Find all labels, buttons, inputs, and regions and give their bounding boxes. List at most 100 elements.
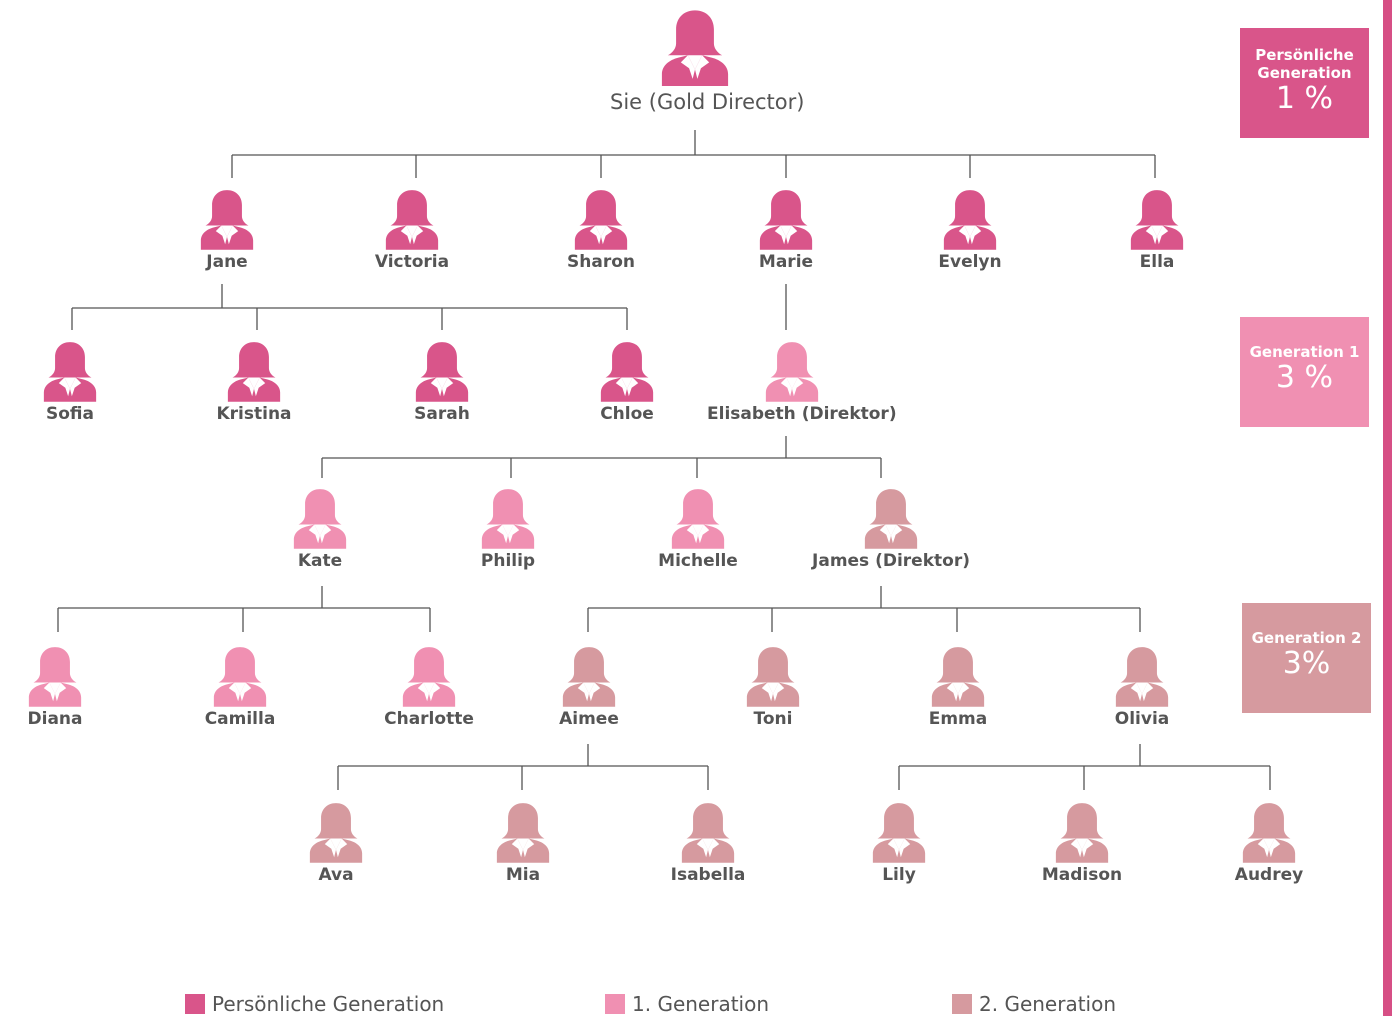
generation-box-value: 3% [1282, 646, 1331, 681]
legend-swatch [605, 994, 625, 1014]
node-label: Lily [882, 865, 916, 885]
person-icon [599, 340, 655, 402]
node-label: Diana [27, 709, 83, 729]
node-sofia: Sofia [0, 340, 155, 424]
node-emma: Emma [873, 645, 1043, 729]
legend-label: Persönliche Generation [212, 992, 445, 1016]
node-label: Kristina [216, 404, 292, 424]
node-label: Victoria [374, 252, 450, 272]
person-icon [308, 801, 364, 863]
node-label: Elisabeth (Direktor) [707, 404, 897, 424]
person-icon [199, 188, 255, 250]
node-label: James (Direktor) [812, 551, 970, 571]
root-node: Sie (Gold Director) [610, 8, 805, 114]
node-label: Philip [480, 551, 536, 571]
person-icon [401, 645, 457, 707]
person-icon [495, 801, 551, 863]
root-label: Sie (Gold Director) [610, 90, 805, 114]
legend-swatch [952, 994, 972, 1014]
node-label: Ella [1139, 252, 1175, 272]
person-icon [292, 487, 348, 549]
node-camilla: Camilla [155, 645, 325, 729]
generation-box-personal: Persönliche Generation 1 % [1240, 28, 1369, 138]
legend-item-gen2: 2. Generation [952, 992, 1117, 1016]
person-icon [942, 188, 998, 250]
node-label: Michelle [658, 551, 738, 571]
legend-item-personal: Persönliche Generation [185, 992, 445, 1016]
node-label: Madison [1041, 865, 1123, 885]
generation-box-gen2: Generation 2 3% [1242, 603, 1371, 713]
node-label: Sharon [567, 252, 635, 272]
node-mia: Mia [438, 801, 608, 885]
node-kate: Kate [235, 487, 405, 571]
person-icon [573, 188, 629, 250]
node-charlotte: Charlotte [344, 645, 514, 729]
node-aimee: Aimee [504, 645, 674, 729]
node-madison: Madison [997, 801, 1167, 885]
node-label: Charlotte [384, 709, 474, 729]
node-diana: Diana [0, 645, 140, 729]
node-label: Chloe [600, 404, 654, 424]
node-marie: Marie [701, 188, 871, 272]
node-label: Sofia [46, 404, 94, 424]
person-icon [871, 801, 927, 863]
person-icon [212, 645, 268, 707]
node-ava: Ava [251, 801, 421, 885]
person-icon [680, 801, 736, 863]
generation-box-title: Persönliche [1255, 46, 1354, 64]
node-label: Ava [318, 865, 354, 885]
person-icon [1129, 188, 1185, 250]
node-label: Sarah [414, 404, 470, 424]
legend-item-gen1: 1. Generation [605, 992, 770, 1016]
node-philip: Philip [423, 487, 593, 571]
node-evelyn: Evelyn [885, 188, 1055, 272]
generation-box-value: 1 % [1275, 81, 1334, 116]
person-icon [226, 340, 282, 402]
right-edge-bar [1383, 0, 1392, 1016]
node-label: Marie [758, 252, 814, 272]
node-toni: Toni [688, 645, 858, 729]
person-icon [1114, 645, 1170, 707]
person-icon [670, 487, 726, 549]
node-jane: Jane [142, 188, 312, 272]
legend-label: 1. Generation [632, 992, 770, 1016]
generation-box-title: Generation [1257, 64, 1352, 82]
node-label: Kate [297, 551, 343, 571]
node-label: Olivia [1114, 709, 1170, 729]
node-label: Jane [206, 252, 248, 272]
node-label: Mia [505, 865, 541, 885]
person-icon [1054, 801, 1110, 863]
person-icon [27, 645, 83, 707]
node-chloe: Chloe [542, 340, 712, 424]
node-ella: Ella [1072, 188, 1242, 272]
person-icon [758, 188, 814, 250]
node-james: James (Direktor) [806, 487, 976, 571]
person-icon [384, 188, 440, 250]
node-victoria: Victoria [327, 188, 497, 272]
person-icon [480, 487, 536, 549]
person-icon [561, 645, 617, 707]
person-icon [414, 340, 470, 402]
legend-swatch [185, 994, 205, 1014]
person-icon [930, 645, 986, 707]
node-label: Evelyn [938, 252, 1002, 272]
node-sarah: Sarah [357, 340, 527, 424]
generation-box-value: 3 % [1275, 360, 1334, 395]
person-icon [764, 340, 820, 402]
node-label: Emma [928, 709, 988, 729]
person-icon [42, 340, 98, 402]
node-olivia: Olivia [1057, 645, 1227, 729]
node-label: Audrey [1234, 865, 1304, 885]
node-lily: Lily [814, 801, 984, 885]
generation-box-title: Generation 2 [1251, 629, 1362, 647]
node-michelle: Michelle [613, 487, 783, 571]
person-icon [659, 8, 731, 86]
node-label: Aimee [559, 709, 619, 729]
node-label: Isabella [670, 865, 746, 885]
node-audrey: Audrey [1184, 801, 1354, 885]
legend-label: 2. Generation [979, 992, 1117, 1016]
person-icon [1241, 801, 1297, 863]
node-label: Camilla [204, 709, 276, 729]
generation-box-title: Generation 1 [1249, 343, 1360, 361]
